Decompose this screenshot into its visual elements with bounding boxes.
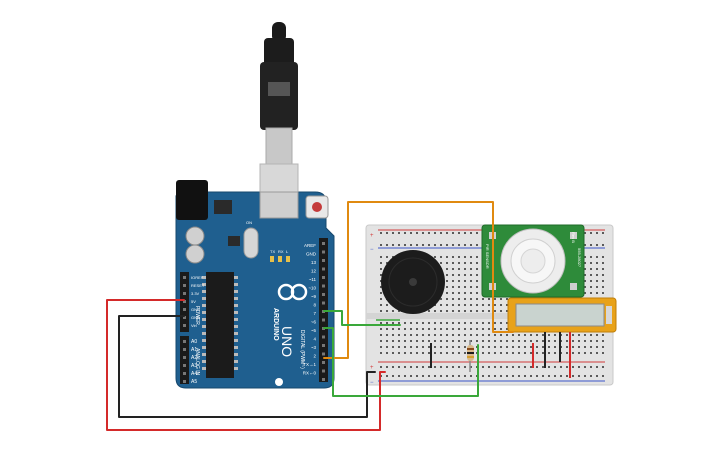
usb-port (259, 191, 299, 219)
usb-cable (259, 22, 299, 219)
digital-pin-label: 2 (313, 354, 316, 359)
wire-green-2[interactable] (323, 327, 479, 397)
analog-pin-label: A3 (191, 363, 197, 369)
digital-pin-label: TX→1 (303, 362, 316, 367)
power-header-label: POWER (194, 306, 200, 325)
svg-text:+: + (370, 365, 374, 371)
arduino-brand-text: ARDUINO (272, 308, 279, 341)
wire-black[interactable] (118, 315, 376, 418)
arduino-logo-icon (277, 283, 308, 301)
digital-pin-label: 13 (311, 260, 317, 265)
wire-green-1[interactable] (323, 310, 401, 326)
power-pin-label: 5V (191, 299, 196, 304)
svg-text:−: − (370, 380, 374, 386)
digital-pin-label: ~10 (308, 286, 316, 291)
digital-pin-label: RX←0 (303, 371, 317, 376)
pir-label-left: PIR SENSOR (485, 244, 490, 269)
digital-pin-label: AREF (304, 243, 316, 248)
power-pin-label: 3.3V (191, 291, 200, 296)
power-pin-label: RESET (191, 283, 205, 288)
pir-label-small: Rev B (571, 232, 576, 243)
digital-pin-label: 12 (311, 269, 317, 274)
digital-pin-label: 4 (313, 337, 316, 342)
analog-header-label: ANALOG IN (194, 348, 200, 376)
resistor[interactable] (467, 340, 474, 372)
digital-pin-label: 7 (313, 311, 316, 316)
analog-pin-label: A5 (191, 379, 197, 385)
arduino-model-text: UNO (279, 326, 295, 357)
led-label: TX (270, 249, 275, 254)
pir-label-right: 555-28027 (577, 248, 582, 268)
digital-pin-label: ~6 (311, 320, 317, 325)
svg-text:−: − (370, 247, 374, 253)
digital-pin-label: ~3 (311, 345, 317, 350)
power-pin-label: GND (191, 315, 200, 320)
on-led-label: ON (246, 220, 252, 225)
svg-text:+: + (370, 233, 374, 239)
wire-orange[interactable] (323, 201, 514, 359)
digital-pin-label: ~11 (309, 277, 317, 282)
lcd-display[interactable] (507, 297, 617, 333)
piezo-buzzer[interactable] (381, 250, 445, 314)
digital-pin-label: ~9 (311, 294, 317, 299)
led-label: RX (278, 249, 284, 254)
atmega-chip (206, 272, 234, 378)
led-label: L (286, 249, 289, 254)
digital-header-label: DIGITAL (PWM~) (299, 330, 305, 369)
power-pin-label: GND (191, 307, 200, 312)
analog-header[interactable] (180, 336, 189, 384)
analog-pin-label: A4 (191, 371, 197, 377)
pir-sensor[interactable]: PIR SENSOR 555-28027 Rev B (481, 224, 585, 298)
arduino-uno-board[interactable]: ARDUINO UNO DIGITAL (PWM~) POWER ANALOG … (175, 180, 335, 389)
analog-pin-label: A0 (191, 339, 197, 345)
power-pin-label: IOREF (191, 275, 204, 280)
power-pin-label: Vin (191, 323, 197, 328)
digital-pin-label: GND (306, 252, 317, 257)
digital-pin-label: 8 (313, 303, 316, 308)
wire-red[interactable] (106, 299, 386, 431)
breadboard-jumpers (376, 319, 571, 378)
dc-jack (176, 180, 208, 220)
analog-pin-label: A2 (191, 355, 197, 361)
analog-pin-label: A1 (191, 347, 197, 353)
digital-pin-label: ~5 (311, 328, 317, 333)
